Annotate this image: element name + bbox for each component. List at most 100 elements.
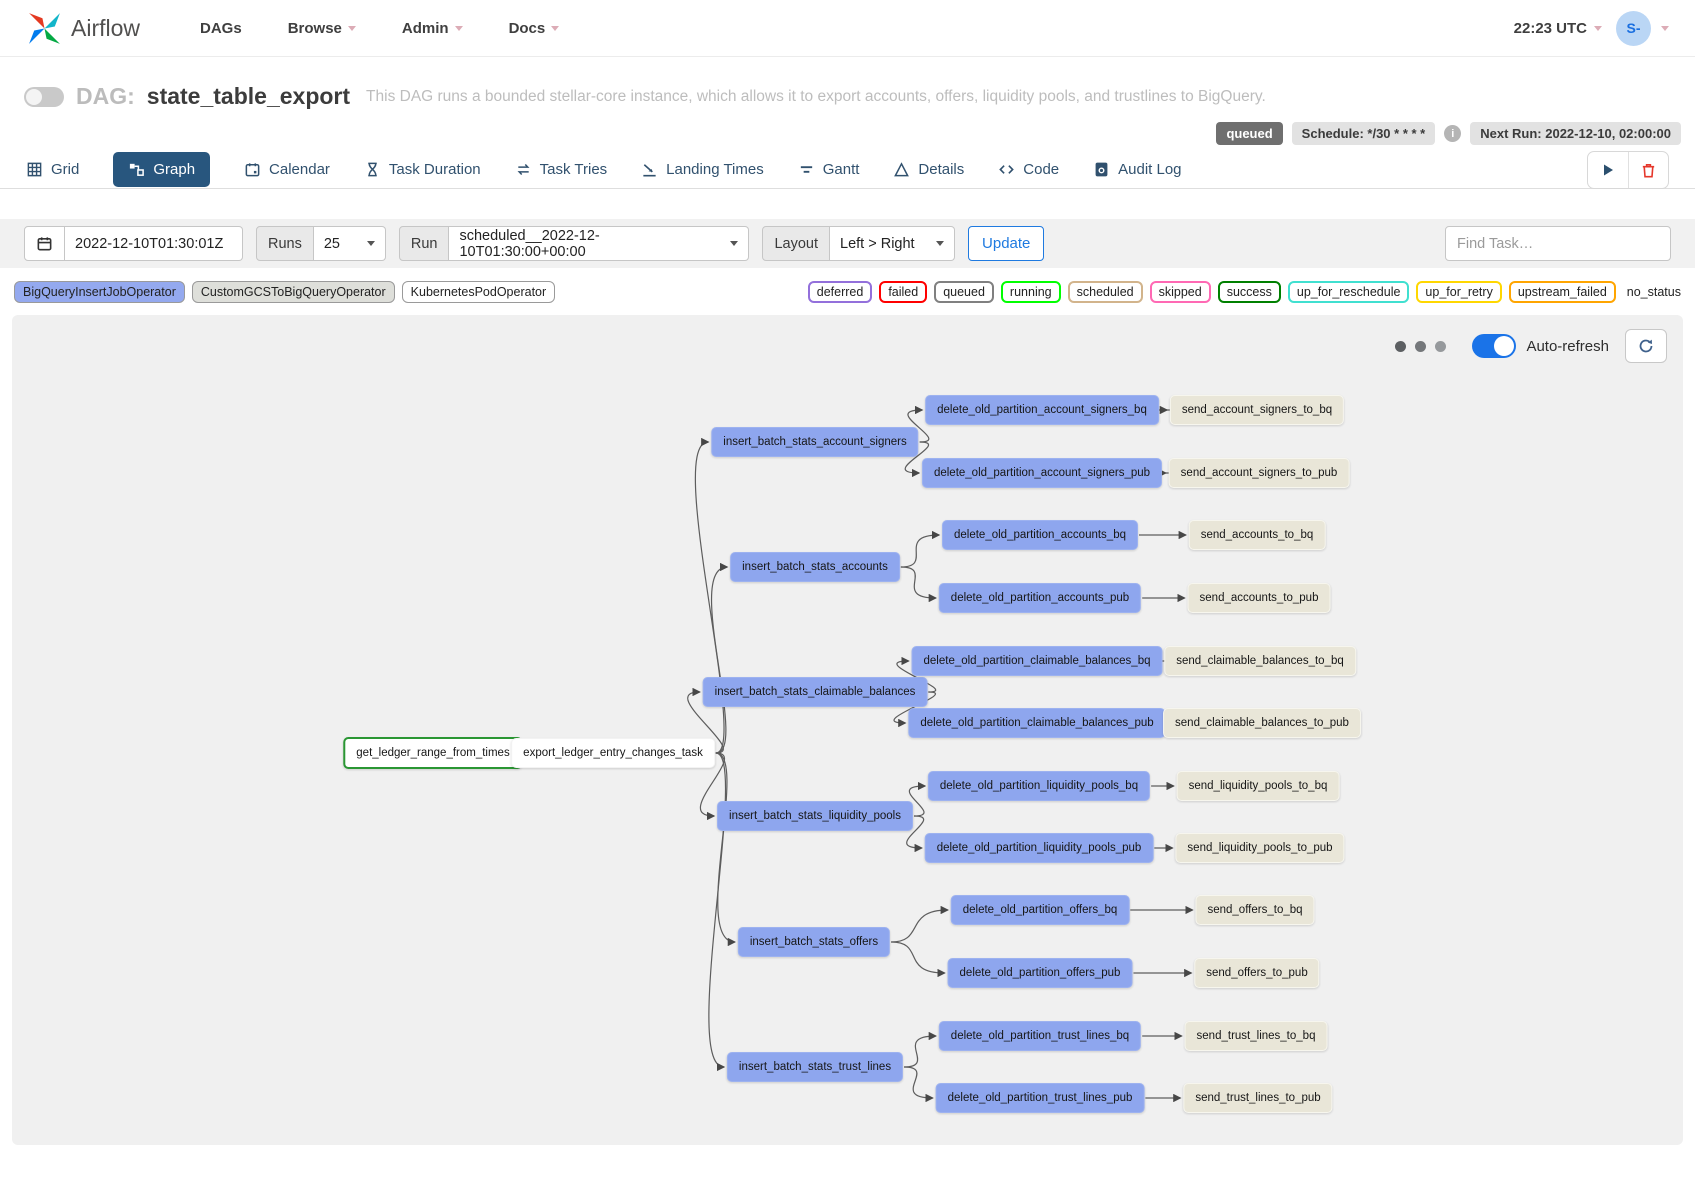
calendar-addon[interactable] — [24, 226, 65, 261]
auto-refresh-label: Auto-refresh — [1526, 337, 1609, 355]
tab-code[interactable]: Code — [998, 161, 1059, 178]
task-node-get_ledger_range_from_times[interactable]: get_ledger_range_from_times — [343, 737, 523, 769]
task-node-delete_old_partition_liquidity_pools_pub[interactable]: delete_old_partition_liquidity_pools_pub — [924, 833, 1154, 863]
tab-task-duration[interactable]: Task Duration — [364, 161, 481, 178]
trigger-dag-button[interactable] — [1588, 152, 1628, 188]
task-node-export_ledger_entry_changes_task[interactable]: export_ledger_entry_changes_task — [511, 738, 715, 768]
landing-icon — [643, 164, 656, 177]
task-node-delete_old_partition_account_signers_bq[interactable]: delete_old_partition_account_signers_bq — [925, 395, 1159, 425]
nav-item-browse[interactable]: Browse — [288, 20, 356, 37]
state-badge-deferred[interactable]: deferred — [807, 281, 873, 303]
task-node-delete_old_partition_accounts_bq[interactable]: delete_old_partition_accounts_bq — [942, 520, 1138, 550]
task-node-send_account_signers_to_bq[interactable]: send_account_signers_to_bq — [1169, 395, 1345, 425]
layout-label: Layout — [762, 226, 831, 261]
task-node-delete_old_partition_trust_lines_bq[interactable]: delete_old_partition_trust_lines_bq — [938, 1021, 1142, 1051]
top-navbar: Airflow DAGs Browse Admin Docs 22:23 UTC… — [0, 0, 1695, 57]
task-node-insert_batch_stats_accounts[interactable]: insert_batch_stats_accounts — [730, 552, 900, 582]
state-badge-no-status[interactable]: no_status — [1622, 283, 1681, 301]
tab-landing-times[interactable]: Landing Times — [641, 161, 764, 178]
task-node-send_liquidity_pools_to_pub[interactable]: send_liquidity_pools_to_pub — [1175, 833, 1345, 863]
nav-item-admin[interactable]: Admin — [402, 20, 463, 37]
state-badge-failed[interactable]: failed — [879, 281, 928, 303]
status-badge: queued — [1216, 122, 1283, 145]
dag-status-row: queued Schedule: */30 * * * * i Next Run… — [0, 122, 1695, 145]
operator-badge-bigquery[interactable]: BigQueryInsertJobOperator — [14, 281, 185, 303]
task-node-delete_old_partition_offers_pub[interactable]: delete_old_partition_offers_pub — [947, 958, 1133, 988]
task-node-delete_old_partition_liquidity_pools_bq[interactable]: delete_old_partition_liquidity_pools_bq — [927, 771, 1151, 801]
info-icon[interactable]: i — [1444, 125, 1462, 142]
task-node-send_trust_lines_to_bq[interactable]: send_trust_lines_to_bq — [1184, 1021, 1328, 1051]
task-node-insert_batch_stats_trust_lines[interactable]: insert_batch_stats_trust_lines — [726, 1052, 904, 1082]
task-node-insert_batch_stats_account_signers[interactable]: insert_batch_stats_account_signers — [711, 427, 919, 457]
tab-graph[interactable]: Graph — [113, 152, 211, 187]
timezone-selector[interactable]: 22:23 UTC — [1514, 20, 1602, 37]
task-node-insert_batch_stats_claimable_balances[interactable]: insert_batch_stats_claimable_balances — [702, 677, 928, 707]
run-select[interactable]: scheduled__2022-12-10T01:30:00+00:00 — [449, 226, 750, 261]
state-badge-running[interactable]: running — [1000, 281, 1061, 303]
audit-log-icon — [1095, 162, 1108, 177]
find-task-input[interactable] — [1445, 226, 1671, 261]
task-node-send_claimable_balances_to_pub[interactable]: send_claimable_balances_to_pub — [1163, 708, 1361, 738]
task-node-send_offers_to_bq[interactable]: send_offers_to_bq — [1195, 895, 1315, 925]
task-node-delete_old_partition_offers_bq[interactable]: delete_old_partition_offers_bq — [950, 895, 1130, 925]
task-node-send_account_signers_to_pub[interactable]: send_account_signers_to_pub — [1168, 458, 1350, 488]
task-node-delete_old_partition_trust_lines_pub[interactable]: delete_old_partition_trust_lines_pub — [935, 1083, 1145, 1113]
tab-details[interactable]: Details — [893, 161, 964, 178]
state-badge-scheduled[interactable]: scheduled — [1067, 281, 1143, 303]
task-node-delete_old_partition_claimable_balances_pub[interactable]: delete_old_partition_claimable_balances_… — [908, 708, 1166, 738]
update-button[interactable]: Update — [968, 226, 1045, 261]
layout-select[interactable]: Left > Right — [830, 226, 956, 261]
chevron-down-icon — [551, 25, 560, 31]
chevron-down-icon — [1661, 25, 1669, 31]
base-date-input[interactable] — [65, 226, 243, 261]
operator-badge-kubernetespod[interactable]: KubernetesPodOperator — [401, 281, 556, 303]
tab-task-tries[interactable]: Task Tries — [515, 161, 607, 178]
refresh-button[interactable] — [1625, 329, 1667, 363]
task-node-send_liquidity_pools_to_bq[interactable]: send_liquidity_pools_to_bq — [1176, 771, 1340, 801]
runs-select[interactable]: 25 — [313, 226, 386, 261]
num-runs-group: Runs 25 — [256, 226, 386, 261]
task-node-delete_old_partition_account_signers_pub[interactable]: delete_old_partition_account_signers_pub — [921, 458, 1163, 488]
user-menu[interactable]: S- — [1616, 10, 1669, 46]
nav-item-dags[interactable]: DAGs — [200, 19, 242, 37]
triangle-icon — [894, 162, 910, 177]
loading-dots — [1395, 340, 1447, 352]
state-badge-queued[interactable]: queued — [934, 281, 994, 303]
tab-calendar[interactable]: Calendar — [244, 161, 330, 178]
task-node-send_accounts_to_pub[interactable]: send_accounts_to_pub — [1187, 583, 1331, 613]
legend-row: BigQueryInsertJobOperator CustomGCSToBig… — [0, 268, 1695, 315]
tab-audit-log[interactable]: Audit Log — [1093, 161, 1182, 178]
navbar-right: 22:23 UTC S- — [1514, 10, 1669, 46]
nav-item-docs[interactable]: Docs — [509, 20, 560, 37]
brand-name: Airflow — [71, 14, 141, 41]
state-badge-skipped[interactable]: skipped — [1149, 281, 1211, 303]
tab-grid[interactable]: Grid — [26, 161, 79, 178]
state-badge-up-for-retry[interactable]: up_for_retry — [1416, 281, 1502, 303]
task-node-send_accounts_to_bq[interactable]: send_accounts_to_bq — [1188, 520, 1326, 550]
avatar[interactable]: S- — [1616, 10, 1651, 46]
task-node-insert_batch_stats_liquidity_pools[interactable]: insert_batch_stats_liquidity_pools — [717, 801, 913, 831]
state-badge-up-for-reschedule[interactable]: up_for_reschedule — [1287, 281, 1410, 303]
chevron-down-icon — [454, 25, 463, 31]
airflow-brand[interactable]: Airflow — [26, 10, 140, 47]
dag-pause-toggle[interactable] — [24, 86, 64, 107]
state-badge-success[interactable]: success — [1217, 281, 1281, 303]
hourglass-icon — [368, 162, 377, 177]
task-node-delete_old_partition_claimable_balances_bq[interactable]: delete_old_partition_claimable_balances_… — [911, 646, 1163, 676]
task-node-send_offers_to_pub[interactable]: send_offers_to_pub — [1194, 958, 1320, 988]
task-node-insert_batch_stats_offers[interactable]: insert_batch_stats_offers — [737, 927, 891, 957]
chevron-down-icon — [1594, 25, 1602, 31]
state-badge-upstream-failed[interactable]: upstream_failed — [1508, 281, 1616, 303]
tab-gantt[interactable]: Gantt — [798, 161, 859, 178]
airflow-logo-icon — [29, 12, 60, 44]
delete-dag-button[interactable] — [1628, 152, 1668, 188]
operator-badge-customgcs[interactable]: CustomGCSToBigQueryOperator — [191, 281, 395, 303]
chevron-down-icon — [347, 25, 356, 31]
task-node-send_claimable_balances_to_bq[interactable]: send_claimable_balances_to_bq — [1164, 646, 1356, 676]
graph-filter-bar: Runs 25 Run scheduled__2022-12-10T01:30:… — [0, 219, 1695, 268]
task-node-delete_old_partition_accounts_pub[interactable]: delete_old_partition_accounts_pub — [938, 583, 1142, 613]
dag-graph-canvas[interactable]: Auto-refresh get_ledger_range_from_times… — [12, 315, 1683, 1145]
run-group: Run scheduled__2022-12-10T01:30:00+00:00 — [398, 226, 750, 261]
auto-refresh-toggle[interactable] — [1472, 334, 1517, 358]
task-node-send_trust_lines_to_pub[interactable]: send_trust_lines_to_pub — [1183, 1083, 1333, 1113]
